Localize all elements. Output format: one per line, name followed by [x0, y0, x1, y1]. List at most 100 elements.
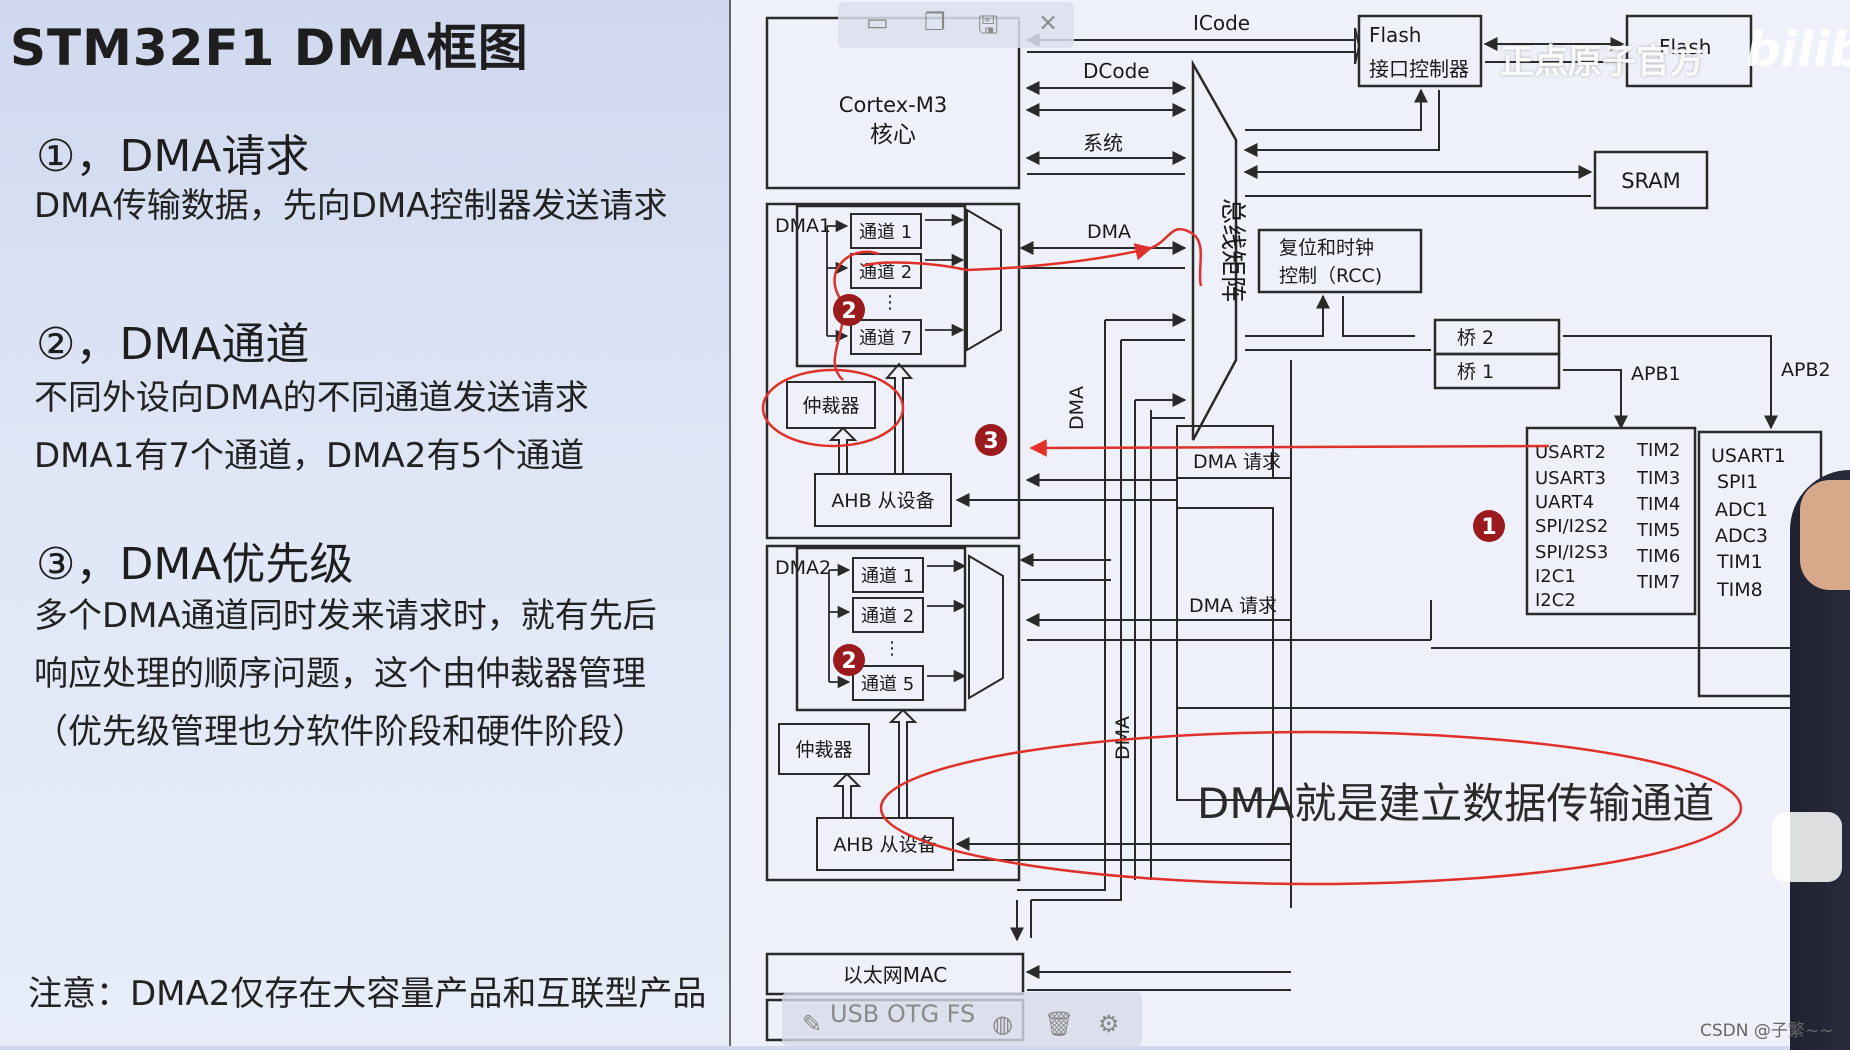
dma1-channel-label: 通道 7: [859, 328, 912, 349]
flash-label: Flash: [1659, 35, 1711, 59]
annotation-text: DMA就是建立数据传输通道: [1197, 779, 1714, 828]
svg-text:2: 2: [841, 299, 856, 324]
slide-title: STM32F1 DMA框图: [10, 19, 529, 77]
system-bus-label: 系统: [1083, 131, 1123, 155]
apb1-peripherals-box: [1525, 426, 1697, 616]
apb2-periph: ADC1: [1715, 499, 1768, 521]
apb1-periph: UART4: [1535, 492, 1594, 513]
svg-text:2: 2: [841, 649, 856, 674]
dma1-arbiter-label: 仲裁器: [802, 395, 859, 417]
step-markers: 2 2 3 1: [833, 294, 1505, 676]
section-body-line: DMA1有7个通道，DMA2有5个通道: [34, 436, 585, 476]
apb1-periph: SPI/I2S2: [1535, 516, 1608, 537]
dma2-channel-5: [852, 665, 924, 701]
bus-matrix-shape: [1191, 59, 1238, 441]
dma1-outer-box: [765, 202, 1021, 540]
marker-2-dma2: [833, 644, 865, 676]
apb1-timer: TIM7: [1636, 572, 1680, 593]
flash-controller-box: [1357, 14, 1483, 88]
dma1-ahb-slave-box: [814, 473, 952, 527]
settings-icon[interactable]: ⚙: [1098, 1010, 1120, 1038]
sram-box: [1593, 150, 1709, 210]
video-play-button[interactable]: [1772, 812, 1842, 882]
apb2-periph: TIM8: [1716, 579, 1763, 601]
apb1-timer: TIM2: [1636, 440, 1680, 461]
section-heading-dma-channel: ②，DMA通道: [36, 319, 310, 370]
dma2-channel-group: [795, 546, 967, 712]
red-annotations: [761, 227, 1550, 457]
color-wheel-icon[interactable]: ◍: [992, 1010, 1013, 1038]
dma1-channel-label: 通道 1: [859, 222, 912, 243]
dma2-channel-label: 通道 5: [861, 674, 914, 695]
dma1-channel-group: [795, 204, 967, 368]
channel-watermark: 正点原子官方: [1500, 42, 1704, 82]
apb2-periph: ADC3: [1715, 525, 1768, 547]
panel-divider: [729, 0, 731, 1046]
apb2-periph: SPI1: [1717, 471, 1758, 493]
bridge-1-label: 桥 1: [1457, 361, 1494, 383]
rcc-label-2: 控制（RCC): [1279, 265, 1382, 287]
dma2-channel-label: 通道 2: [861, 606, 914, 627]
cortex-core-label: 核心: [870, 122, 916, 148]
dma2-outer-box: [765, 544, 1021, 882]
apb1-label: APB1: [1631, 363, 1681, 385]
note-text: 注意：DMA2仅存在大容量产品和互联型产品: [28, 974, 707, 1014]
dma-bus-label: DMA: [1087, 221, 1131, 243]
dma1-ellipsis: ⋮: [881, 292, 899, 313]
credit-text: CSDN @子繁~~: [1700, 1021, 1834, 1041]
flash-ctrl-label-2: 接口控制器: [1369, 57, 1469, 81]
dma1-mux: [966, 208, 1002, 352]
svg-text:3: 3: [983, 429, 998, 454]
apb2-label: APB2: [1781, 359, 1831, 381]
floating-toolbar-bottom: USB OTG FS ✎ ◍ 🗑 ⚙: [782, 992, 1142, 1046]
dma-vertical-label: DMA: [1112, 716, 1134, 760]
bridge-1-box: [1433, 352, 1561, 390]
svg-text:1: 1: [1481, 515, 1496, 540]
dma1-channel-label: 通道 2: [859, 262, 912, 283]
section-body-line: 响应处理的顺序问题，这个由仲裁器管理: [34, 654, 646, 694]
diagram-canvas: Cortex-M3 核心 ICode DCode 系统 总线矩阵 Flash 接…: [761, 11, 1850, 1042]
close-icon[interactable]: ×: [1038, 8, 1059, 36]
copy-icon[interactable]: ❐: [924, 8, 946, 36]
dma1-channel-7: [850, 319, 922, 355]
dma2-arbiter-box: [778, 723, 870, 775]
dma1-label: DMA1: [775, 215, 831, 237]
cortex-label: Cortex-M3: [839, 93, 947, 117]
bridge-2-box: [1433, 318, 1561, 356]
section-body-line: 多个DMA通道同时发来请求时，就有先后: [34, 596, 657, 636]
section-body-line: 不同外设向DMA的不同通道发送请求: [34, 378, 589, 418]
section-heading-dma-priority: ③，DMA优先级: [36, 539, 354, 590]
dma2-arbiter-label: 仲裁器: [795, 739, 852, 761]
apb1-timer: TIM5: [1636, 520, 1680, 541]
flash-ctrl-label-1: Flash: [1369, 23, 1421, 47]
annotation-ellipse: [879, 730, 1743, 886]
pen-icon[interactable]: ✎: [802, 1010, 823, 1038]
flash-box: [1625, 14, 1753, 88]
slide-text-panel: STM32F1 DMA框图 ①，DMA请求 DMA传输数据，先向DMA控制器发送…: [0, 0, 729, 1046]
dma1-channel-1: [850, 213, 922, 249]
ethernet-mac-label: 以太网MAC: [843, 963, 948, 987]
apb2-periph: USART1: [1711, 445, 1786, 467]
presenter-face: [1800, 480, 1850, 590]
dma1-ahb-label: AHB 从设备: [831, 490, 934, 512]
section-body-line: DMA传输数据，先向DMA控制器发送请求: [34, 186, 668, 226]
apb1-periph: USART3: [1535, 468, 1606, 489]
save-icon[interactable]: 🖫: [978, 11, 999, 39]
dma-request-label: DMA 请求: [1189, 595, 1277, 617]
dma-request-zone-2: [1176, 507, 1274, 801]
dma2-channel-1: [852, 557, 924, 593]
dma2-ahb-label: AHB 从设备: [833, 834, 936, 856]
icode-label: ICode: [1193, 11, 1250, 35]
dma-block-diagram: Cortex-M3 核心 ICode DCode 系统 总线矩阵 Flash 接…: [731, 0, 1850, 1046]
apb2-periph: TIM1: [1716, 551, 1763, 573]
dma2-channel-label: 通道 1: [861, 566, 914, 587]
marker-3: [975, 424, 1007, 456]
minimize-icon[interactable]: ▭: [866, 8, 889, 36]
marker-2-dma1: [833, 294, 865, 326]
dma1-arbiter-box: [786, 381, 876, 429]
trash-icon[interactable]: 🗑: [1044, 1010, 1075, 1038]
rcc-label-1: 复位和时钟: [1279, 237, 1374, 259]
apb1-periph: SPI/I2S3: [1535, 542, 1608, 563]
rcc-box: [1257, 228, 1423, 294]
dma1-channel-2: [850, 253, 922, 289]
